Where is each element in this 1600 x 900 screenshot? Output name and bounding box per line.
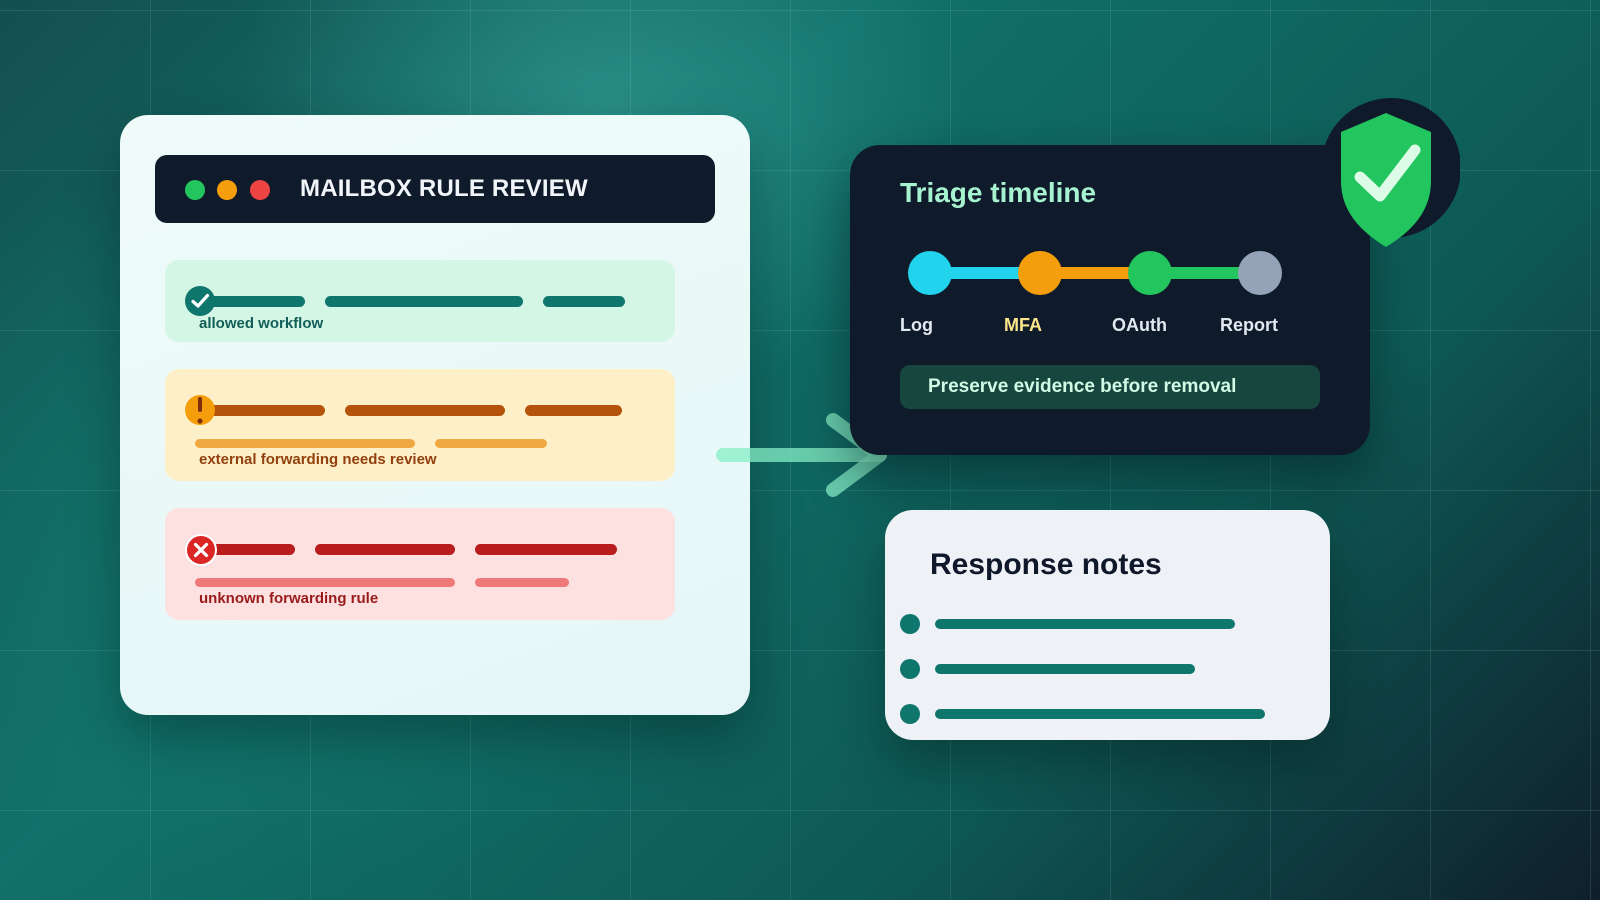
rule-text-placeholder	[205, 405, 325, 416]
window-title: MAILBOX RULE REVIEW	[300, 175, 588, 202]
response-notes-card: Response notes	[885, 510, 1330, 740]
window-dot-red	[250, 180, 270, 200]
rule-text-placeholder	[525, 405, 622, 416]
rule-text-placeholder	[205, 544, 295, 555]
timeline-node-report[interactable]	[1238, 251, 1282, 295]
evidence-banner: Preserve evidence before removal	[900, 365, 1320, 409]
rule-text-placeholder	[345, 405, 505, 416]
window-dot-orange	[217, 180, 237, 200]
check-circle-icon	[185, 286, 215, 316]
note-bullet	[900, 704, 920, 724]
rule-label: external forwarding needs review	[199, 451, 437, 468]
alert-circle-icon	[185, 395, 215, 425]
rule-text-placeholder	[315, 544, 455, 555]
window-dot-green	[185, 180, 205, 200]
rule-label: allowed workflow	[199, 315, 324, 332]
rule-text-placeholder	[543, 296, 625, 307]
rule-text-placeholder	[205, 296, 305, 307]
rule-label: unknown forwarding rule	[199, 590, 379, 607]
rule-row-warning[interactable]: external forwarding needs review	[165, 369, 675, 481]
note-bullet	[900, 659, 920, 679]
timeline-label-mfa: MFA	[1004, 315, 1042, 335]
note-line-placeholder	[935, 664, 1195, 674]
triage-timeline-card: Triage timeline Log MFA OAuth Report Pre…	[850, 145, 1370, 455]
arrow-right-icon	[716, 413, 887, 497]
evidence-text: Preserve evidence before removal	[928, 376, 1237, 397]
shield-check-icon	[1321, 98, 1460, 247]
timeline-label-log: Log	[900, 315, 933, 335]
timeline-label-oauth: OAuth	[1112, 315, 1167, 335]
rule-detail-placeholder	[195, 439, 415, 448]
rule-detail-placeholder	[195, 578, 455, 587]
rule-detail-placeholder	[435, 439, 547, 448]
rule-row-allowed[interactable]: allowed workflow	[165, 260, 675, 342]
window-titlebar: MAILBOX RULE REVIEW	[155, 155, 715, 223]
x-circle-icon	[185, 534, 217, 566]
rule-text-placeholder	[325, 296, 523, 307]
mailbox-rule-review-card: MAILBOX RULE REVIEW allowed workflow ext…	[120, 115, 750, 715]
triage-title: Triage timeline	[900, 177, 1097, 208]
rule-row-blocked[interactable]: unknown forwarding rule	[165, 508, 675, 620]
notes-title: Response notes	[930, 548, 1162, 581]
note-line-placeholder	[935, 709, 1265, 719]
rule-text-placeholder	[475, 544, 617, 555]
timeline-node-log[interactable]	[908, 251, 952, 295]
rule-detail-placeholder	[475, 578, 569, 587]
timeline-node-mfa[interactable]	[1018, 251, 1062, 295]
note-line-placeholder	[935, 619, 1235, 629]
timeline-label-report: Report	[1220, 315, 1278, 335]
note-bullet	[900, 614, 920, 634]
timeline-node-oauth[interactable]	[1128, 251, 1172, 295]
